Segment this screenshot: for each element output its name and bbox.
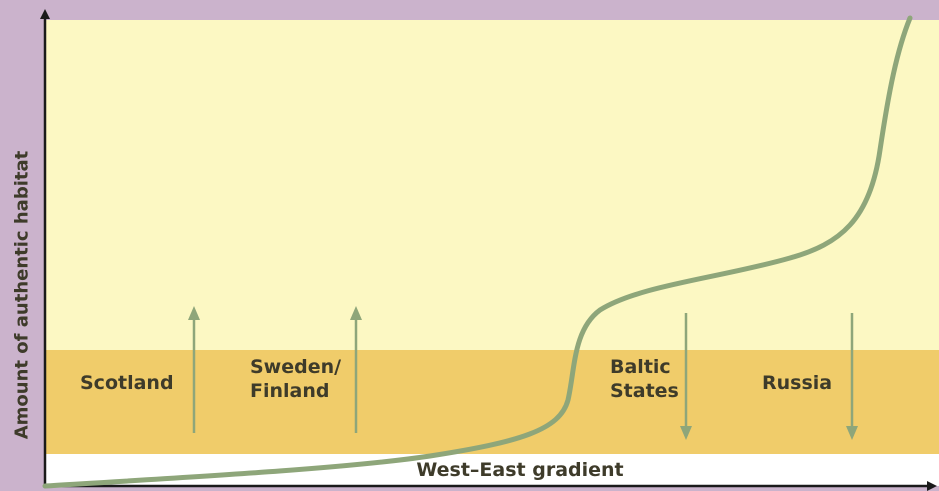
x-axis-label: West–East gradient [416,459,624,481]
region-label-scotland: Scotland [80,372,174,394]
y-axis-label: Amount of authentic habitat [11,150,33,440]
plot-area [45,20,939,350]
region-label-sweden-finland: Sweden/ Finland [250,356,342,402]
habitat-curve [42,15,913,489]
baseline-strip [45,454,939,486]
region-label-russia: Russia [762,372,833,394]
current-habitat-band [45,350,939,454]
region-label-baltic-states: Baltic States [610,356,679,402]
